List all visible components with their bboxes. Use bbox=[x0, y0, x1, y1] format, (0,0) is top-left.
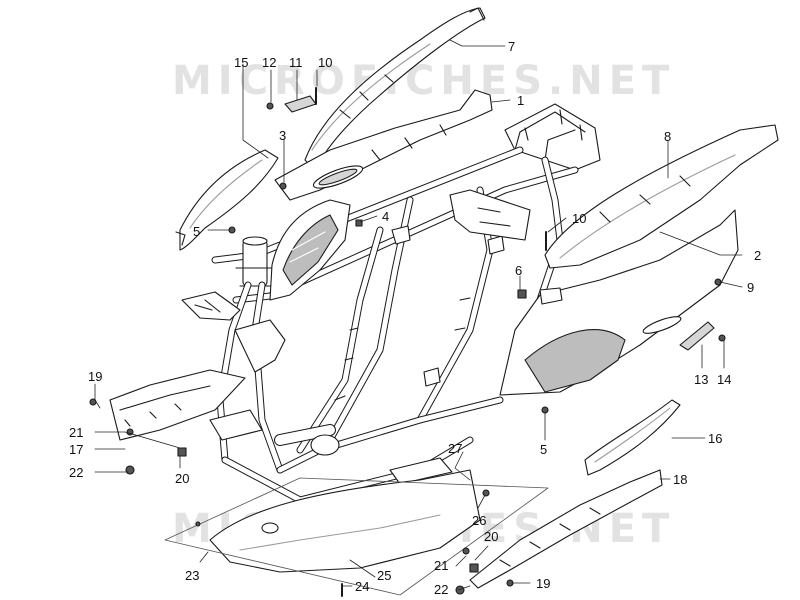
part-13-badge bbox=[679, 321, 715, 351]
part-17-left-footboard bbox=[109, 319, 286, 441]
callout-19-left: 19 bbox=[88, 369, 103, 384]
floor-pan-outline bbox=[164, 477, 549, 596]
callout-2: 2 bbox=[754, 248, 762, 263]
frame-part bbox=[181, 103, 601, 504]
callout-17: 17 bbox=[69, 442, 84, 457]
callout-1: 1 bbox=[517, 93, 525, 108]
part-16-rear-trim bbox=[584, 399, 681, 476]
callout-23: 23 bbox=[185, 568, 200, 583]
left-inner-panel bbox=[269, 199, 351, 301]
part-15-front-cowl bbox=[175, 149, 279, 251]
callout-4: 4 bbox=[382, 209, 390, 224]
callout-25: 25 bbox=[377, 568, 392, 583]
callout-11: 11 bbox=[289, 55, 303, 70]
part-11-badge bbox=[284, 95, 317, 113]
part-8-right-upper-cover bbox=[544, 124, 779, 269]
callout-18: 18 bbox=[673, 472, 688, 487]
callout-21-left: 21 bbox=[69, 425, 84, 440]
callout-16: 16 bbox=[708, 431, 723, 446]
callout-3: 3 bbox=[279, 128, 287, 143]
callout-12: 12 bbox=[262, 55, 277, 70]
callout-5-left: 5 bbox=[193, 224, 201, 239]
callout-24: 24 bbox=[355, 579, 370, 594]
callout-21-right: 21 bbox=[434, 558, 449, 573]
callout-7: 7 bbox=[508, 39, 516, 54]
part-2-right-side-panel bbox=[499, 209, 739, 396]
callout-22-right: 22 bbox=[434, 582, 449, 597]
leader-lines bbox=[94, 39, 743, 591]
callout-22-left: 22 bbox=[69, 465, 84, 480]
part-1-left-side-panel bbox=[274, 89, 493, 201]
part-23-floor-pan bbox=[209, 469, 481, 573]
callout-27: 27 bbox=[448, 441, 463, 456]
callout-10-right: 10 bbox=[572, 211, 587, 226]
fasteners bbox=[89, 87, 726, 597]
callout-14: 14 bbox=[717, 372, 732, 387]
part-18-right-footboard bbox=[469, 469, 663, 589]
callout-19-right: 19 bbox=[536, 576, 551, 591]
callout-26: 26 bbox=[472, 513, 487, 528]
callout-20-left: 20 bbox=[175, 471, 190, 486]
callout-15: 15 bbox=[234, 55, 249, 70]
callout-9: 9 bbox=[747, 280, 755, 295]
callout-13: 13 bbox=[694, 372, 709, 387]
callout-10-top: 10 bbox=[318, 55, 333, 70]
callout-20-right: 20 bbox=[484, 529, 499, 544]
callout-5-right: 5 bbox=[540, 442, 548, 457]
callout-8: 8 bbox=[664, 129, 672, 144]
callout-6: 6 bbox=[515, 263, 523, 278]
